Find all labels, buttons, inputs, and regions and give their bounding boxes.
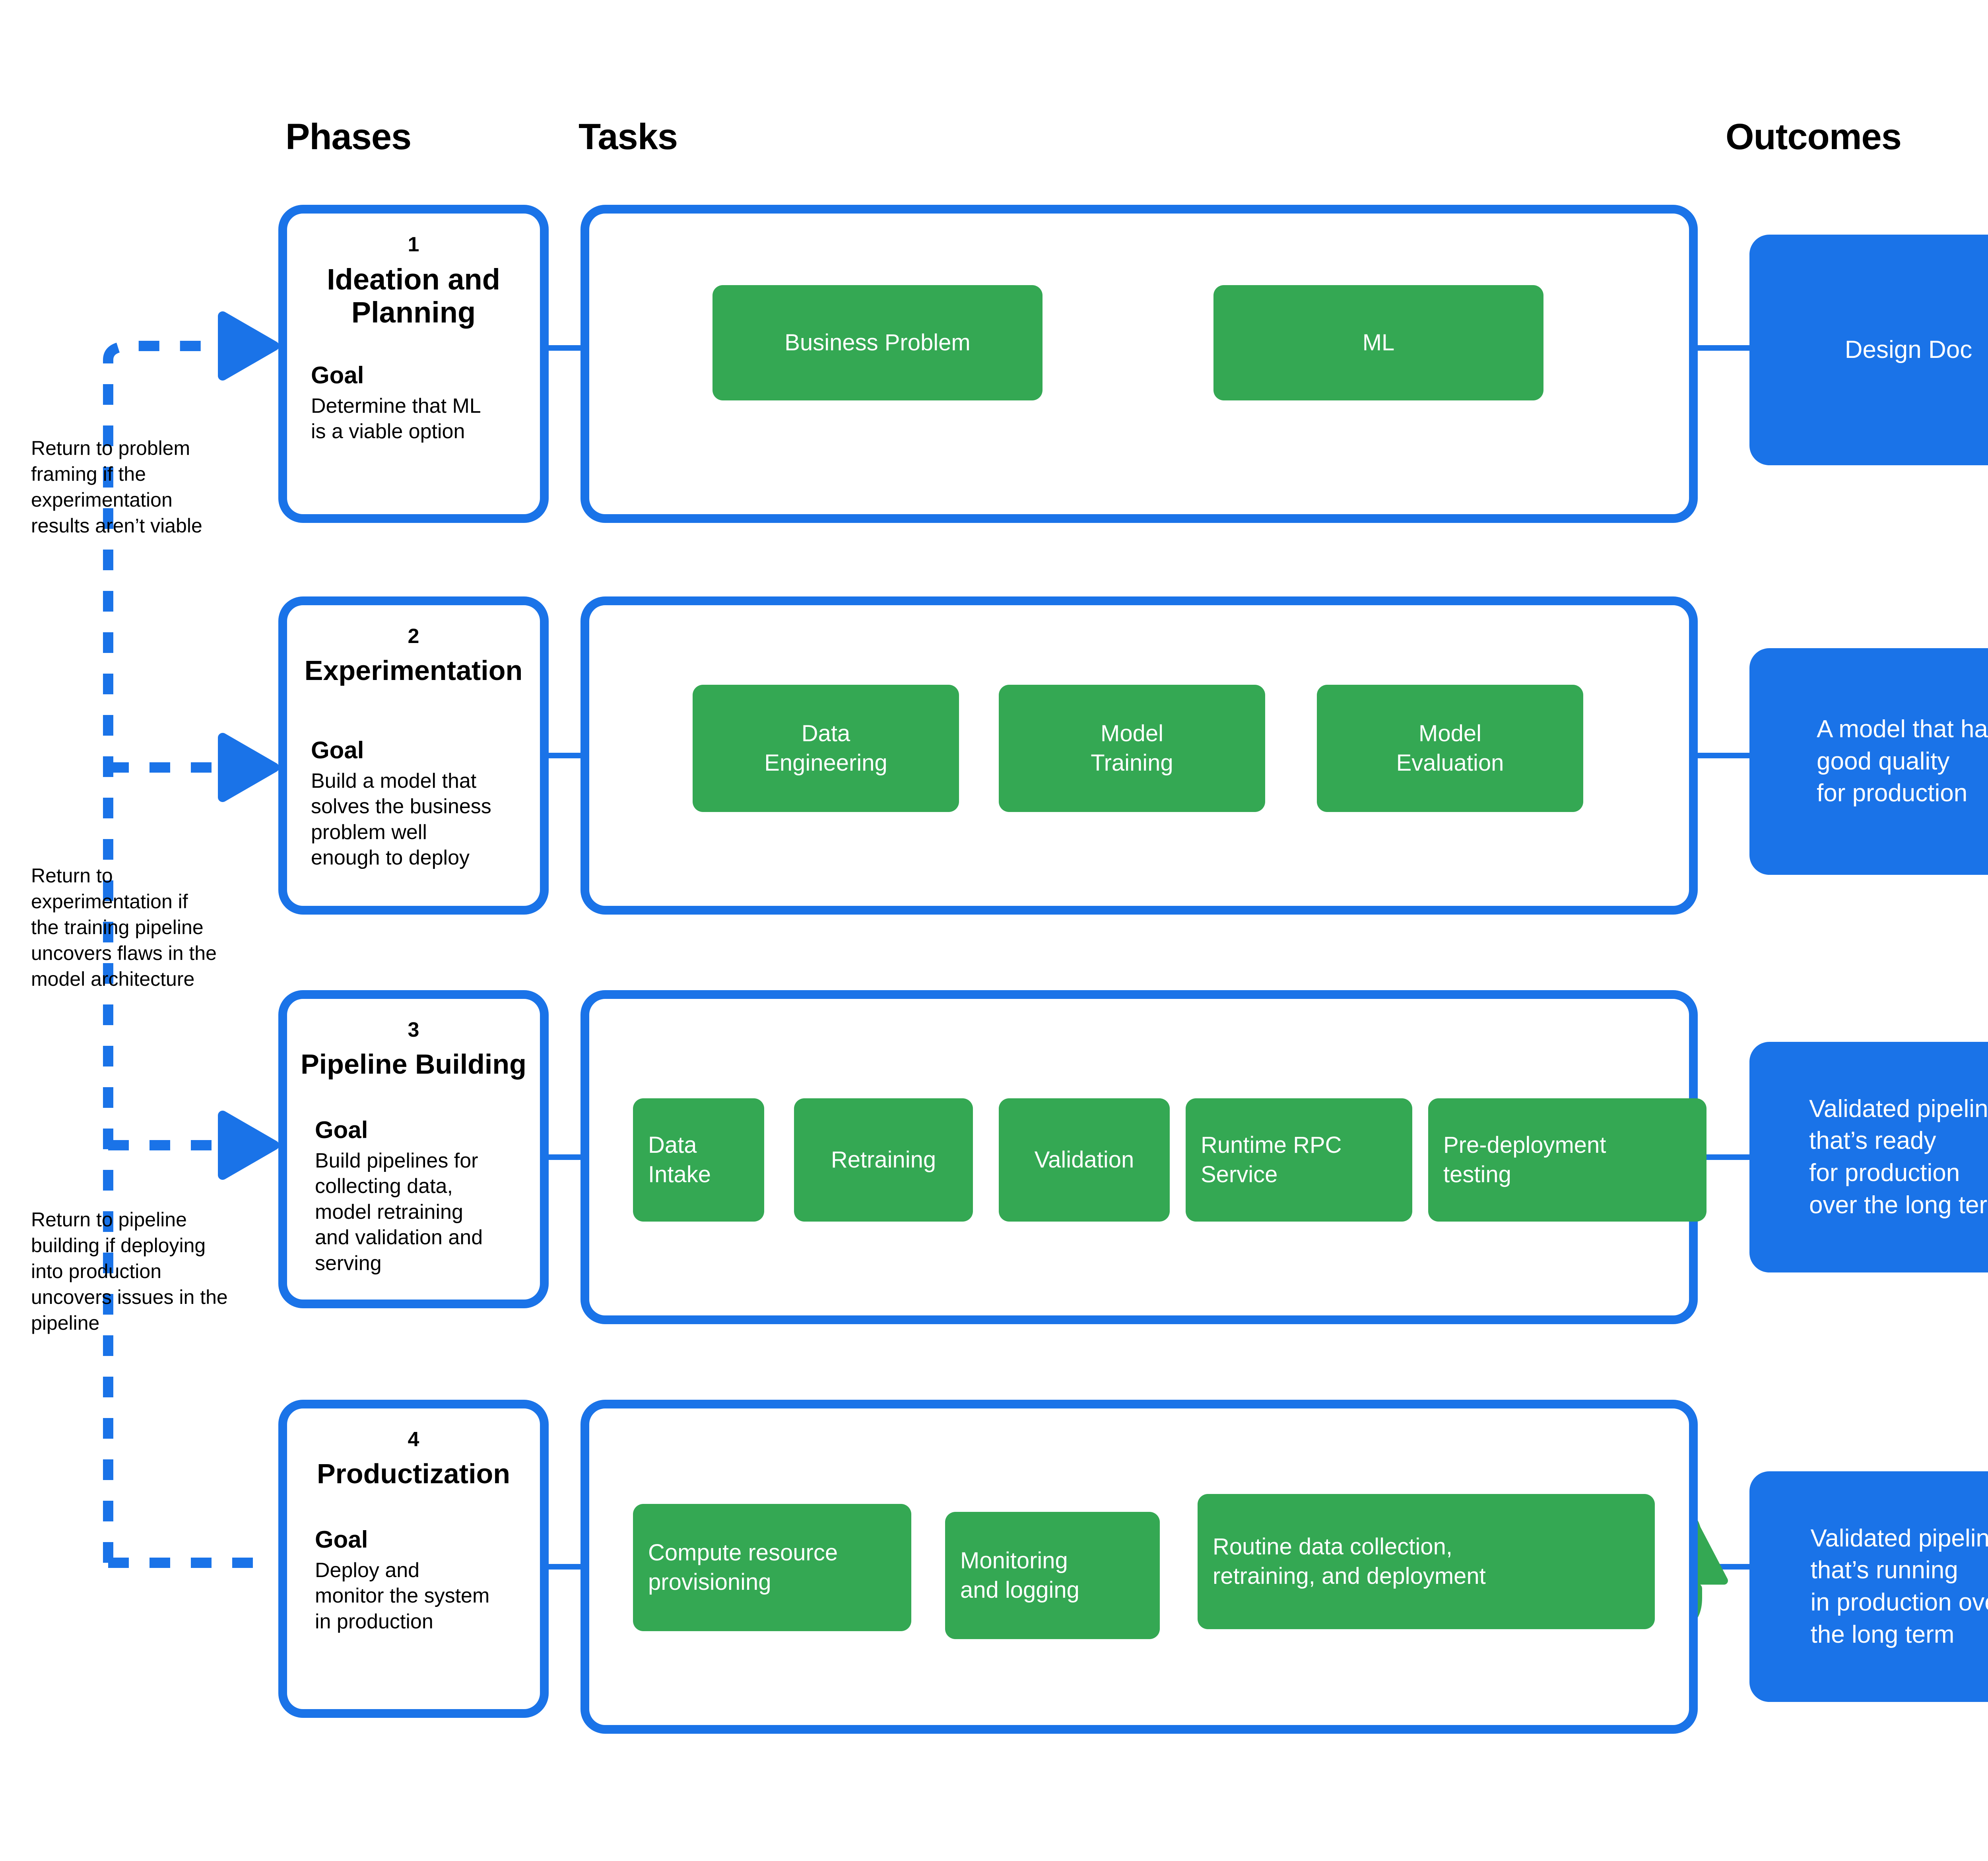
task-box-compute-resource-provisioning[interactable]: Compute resource provisioning — [633, 1504, 911, 1631]
phase-title-2: Experimentation — [304, 655, 523, 686]
left-arrowhead-phase2 — [218, 733, 279, 802]
phase-card-3[interactable]: 3 Pipeline Building Goal Build pipelines… — [278, 990, 549, 1308]
phase-title-4: Productization — [316, 1458, 511, 1489]
outcome-box-1[interactable]: Design Doc — [1749, 235, 1988, 465]
phase-card-1[interactable]: 1 Ideation and Planning Goal Determine t… — [278, 205, 549, 523]
task-box-retraining[interactable]: Retraining — [794, 1098, 973, 1222]
task-box-model-evaluation[interactable]: Model Evaluation — [1317, 685, 1583, 812]
tasks-panel-4: Compute resource provisioning Monitoring… — [580, 1400, 1698, 1734]
task-box-model-training[interactable]: Model Training — [999, 685, 1265, 812]
left-arrowhead-phase1 — [218, 311, 279, 381]
task-to-outcome-links — [1698, 345, 1749, 1570]
phase-goal-label-1: Goal — [311, 362, 364, 389]
phase-card-2[interactable]: 2 Experimentation Goal Build a model tha… — [278, 596, 549, 915]
task-box-pre-deployment-testing[interactable]: Pre-deployment testing — [1428, 1098, 1706, 1222]
task-box-monitoring-and-logging[interactable]: Monitoring and logging — [945, 1512, 1160, 1639]
phase-number-3: 3 — [408, 1018, 419, 1041]
task-box-routine-data-collection[interactable]: Routine data collection, retraining, and… — [1198, 1494, 1655, 1629]
phase-title-3: Pipeline Building — [301, 1049, 526, 1080]
header-outcomes: Outcomes — [1726, 117, 1902, 157]
phase-number-1: 1 — [408, 233, 419, 256]
outcome-box-3[interactable]: Validated pipeline that’s ready for prod… — [1749, 1042, 1988, 1272]
note-return-to-problem-framing: Return to problem framing if the experim… — [31, 437, 202, 537]
phase-goal-text-3: Build pipelines for collecting data, mod… — [315, 1149, 483, 1275]
task-box-data-engineering[interactable]: Data Engineering — [693, 685, 959, 812]
phase-goal-label-4: Goal — [315, 1526, 368, 1553]
phase-card-4[interactable]: 4 Productization Goal Deploy and monitor… — [278, 1400, 549, 1718]
tasks-panel-2: Data Engineering Model Training Model Ev… — [580, 596, 1698, 915]
task-box-data-intake[interactable]: Data Intake — [633, 1098, 764, 1222]
task-box-runtime-rpc-service[interactable]: Runtime RPC Service — [1186, 1098, 1412, 1222]
header-tasks: Tasks — [579, 117, 678, 157]
phase-number-2: 2 — [408, 625, 419, 648]
phase-to-task-links — [549, 345, 580, 1570]
phase-goal-text-2: Build a model that solves the business p… — [311, 769, 491, 870]
outcome-box-4[interactable]: Validated pipeline that’s running in pro… — [1749, 1471, 1988, 1702]
task-connectors — [771, 345, 1419, 1570]
left-arrowhead-phase3 — [218, 1111, 279, 1180]
task-box-validation[interactable]: Validation — [999, 1098, 1170, 1222]
tasks-panel-3: Data Intake Retraining Validation Runtim… — [580, 990, 1706, 1324]
outcome-box-2[interactable]: A model that has good quality for produc… — [1749, 648, 1988, 875]
phase-goal-label-3: Goal — [315, 1117, 368, 1143]
phase-goal-text-1: Determine that ML is a viable option — [311, 394, 481, 443]
task-box-ml[interactable]: ML — [1213, 285, 1543, 400]
phase-title-1: Ideation and Planning — [327, 263, 500, 329]
tasks-panel-1: Business Problem ML — [580, 205, 1698, 523]
phase-goal-label-2: Goal — [311, 737, 364, 763]
header-phases: Phases — [285, 117, 412, 157]
phase-goal-text-4: Deploy and monitor the system in product… — [315, 1559, 490, 1633]
note-return-to-experimentation: Return to experimentation if the trainin… — [31, 864, 217, 990]
note-return-to-pipeline-building: Return to pipeline building if deploying… — [31, 1208, 228, 1334]
task-box-business-problem[interactable]: Business Problem — [712, 285, 1043, 400]
phase-number-4: 4 — [408, 1428, 419, 1451]
